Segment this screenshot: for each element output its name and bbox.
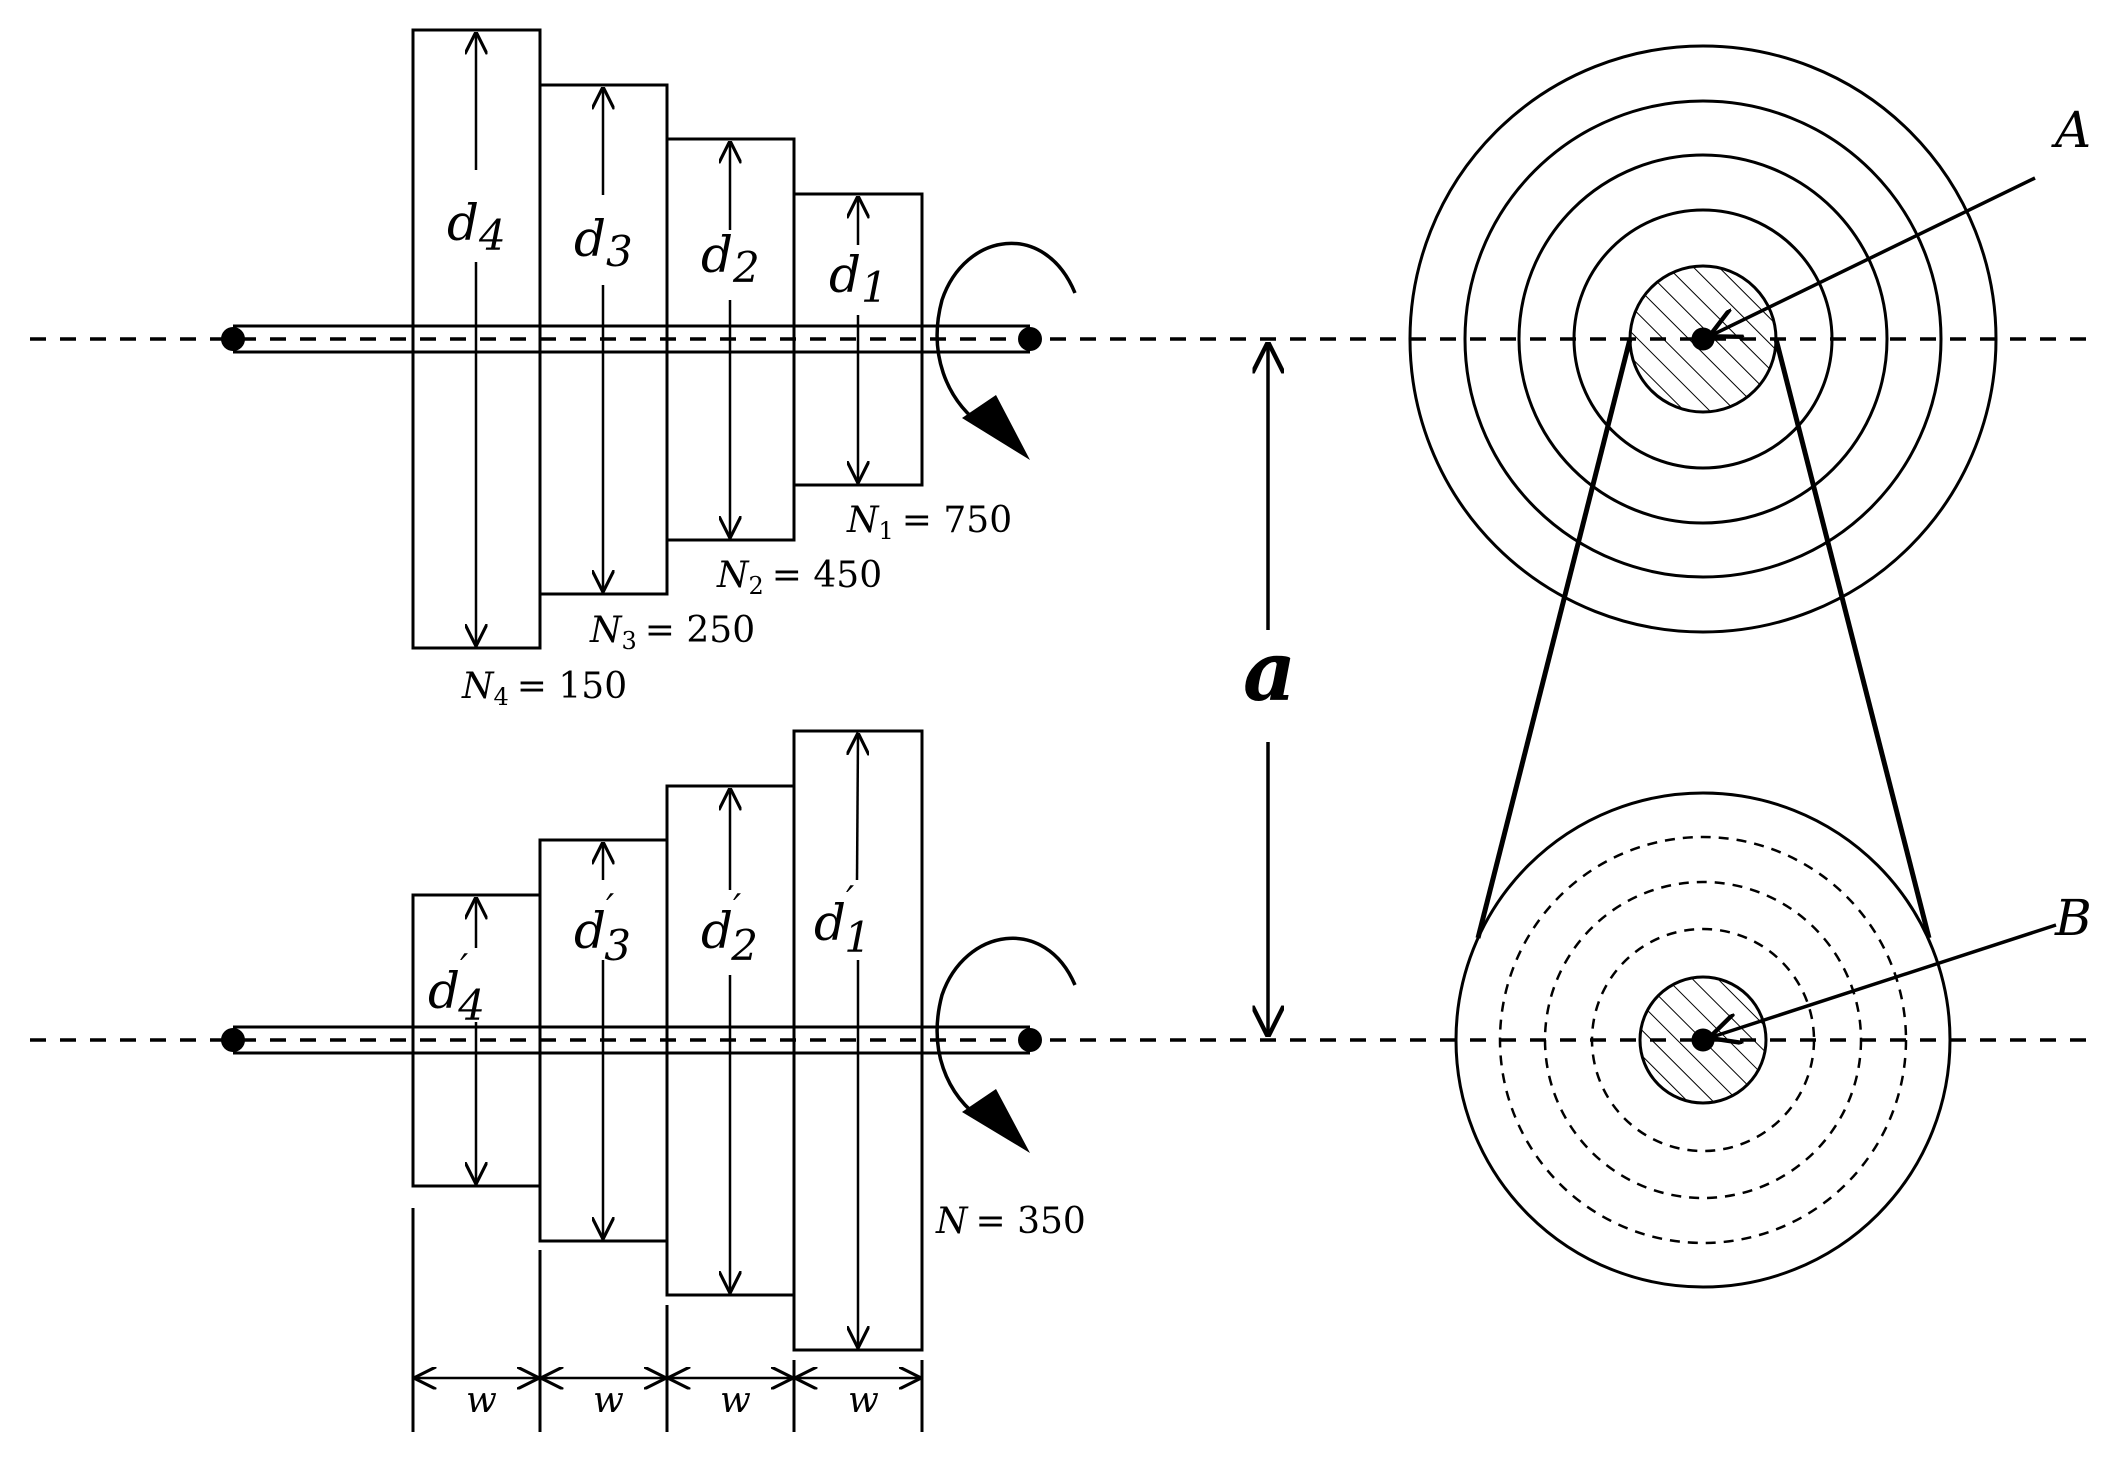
top-n1-label: N1= 750 [846, 500, 1012, 545]
shaft-b-label: B [2054, 889, 2092, 947]
top-stepped-pulley [411, 28, 924, 650]
belt [1475, 338, 1932, 939]
bottom-shaft [221, 1025, 1042, 1055]
shaft-a-label: A [2051, 101, 2091, 159]
bottom-diameter-arrows [476, 735, 858, 1346]
top-n2-label: N2= 450 [716, 555, 882, 600]
top-d3-label: d3 [574, 210, 633, 276]
top-d2-label: d2 [701, 226, 760, 292]
width-label-3: w [720, 1380, 751, 1421]
top-n3-label: N3= 250 [589, 610, 755, 655]
bottom-d2-label: d′2 [701, 888, 758, 970]
bottom-d4-label: d′4 [428, 948, 485, 1030]
side-view-top-pulley [1408, 44, 1998, 634]
bottom-d1-label: d′1 [814, 880, 871, 962]
bottom-rotation-arrow-icon [935, 936, 1077, 1153]
bottom-step-1 [792, 729, 924, 1352]
top-d4-label: d4 [447, 194, 506, 260]
top-d1-label: d1 [829, 246, 888, 312]
width-label-1: w [466, 1380, 497, 1421]
bottom-n-label: N= 350 [935, 1201, 1086, 1242]
width-dimension [411, 1208, 924, 1432]
bottom-stepped-pulley [411, 729, 924, 1352]
top-shaft [221, 324, 1042, 354]
top-diameter-arrows [476, 34, 858, 644]
top-step-1 [792, 192, 924, 487]
top-rotation-arrow-icon [935, 241, 1077, 460]
width-label-2: w [593, 1380, 624, 1421]
label-leaders [1712, 176, 2057, 1037]
width-label-4: w [848, 1380, 879, 1421]
top-n4-label: N4= 150 [461, 666, 627, 711]
bottom-d3-label: d′3 [574, 888, 631, 970]
side-view-bottom-pulley [1454, 791, 1952, 1289]
center-distance-label: a [1243, 624, 1296, 720]
